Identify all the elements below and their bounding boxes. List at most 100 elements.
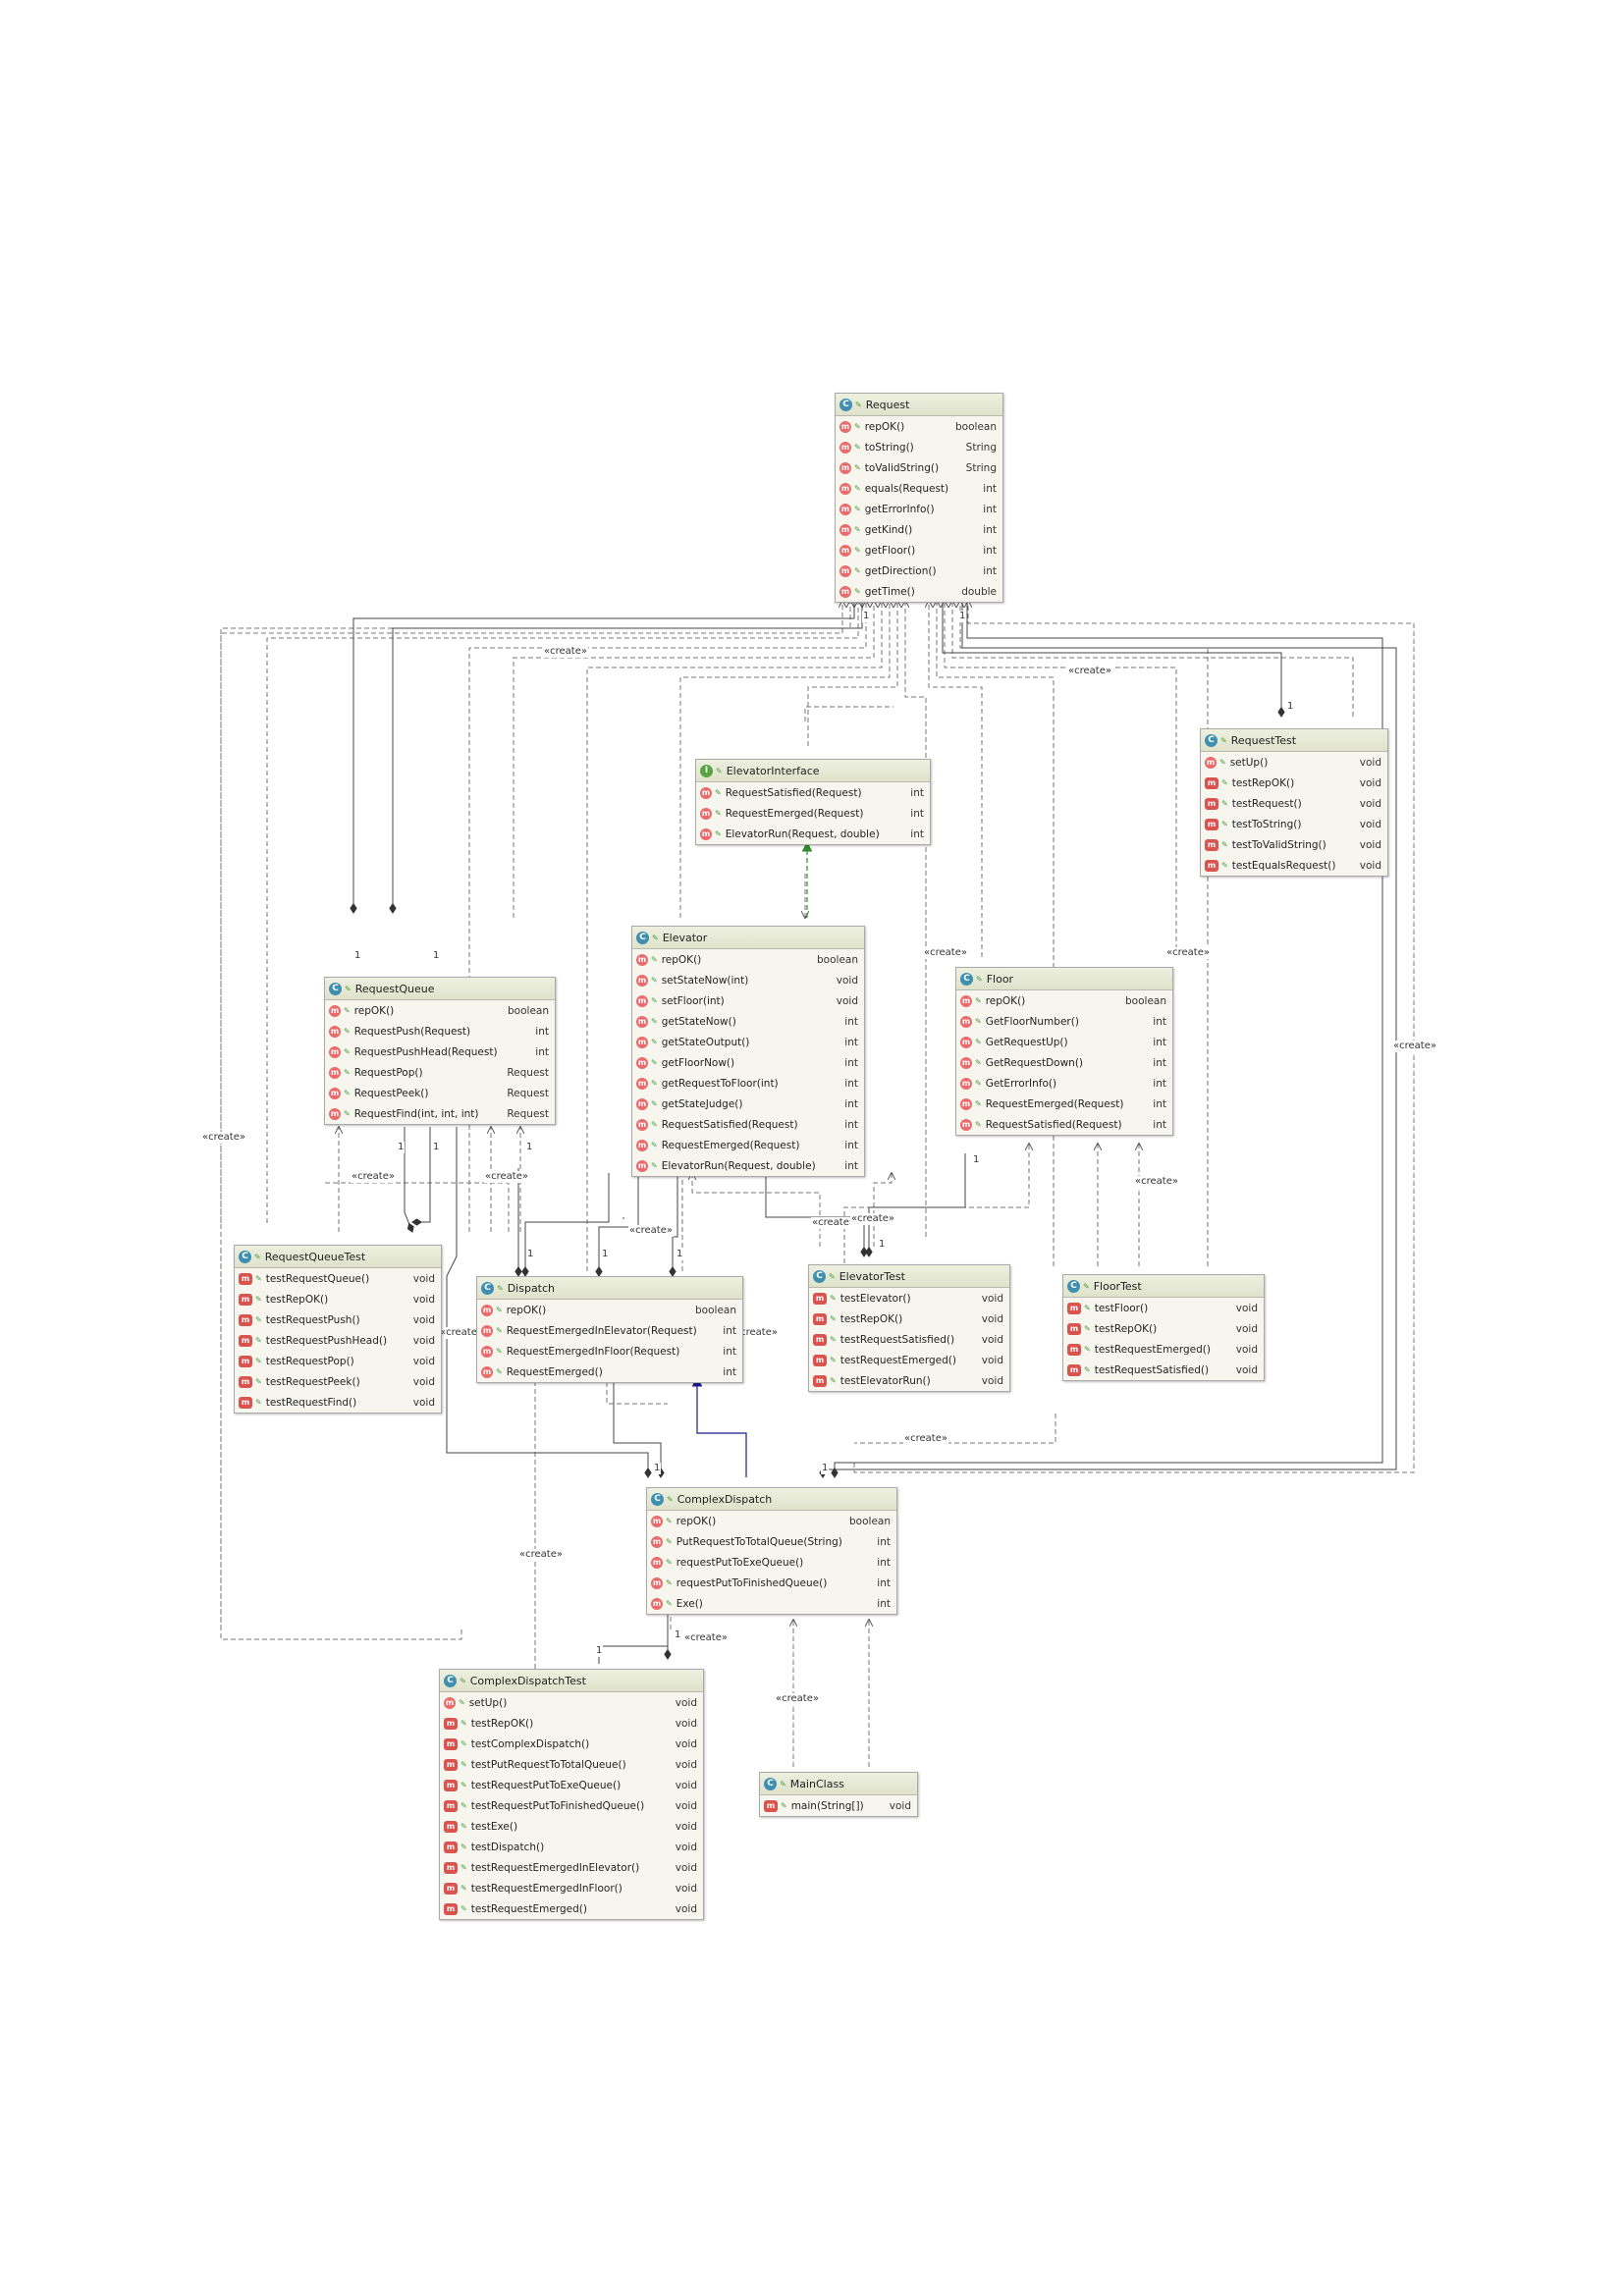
class-name: FloorTest bbox=[1093, 1279, 1142, 1293]
generalization-line bbox=[691, 1375, 747, 1477]
test-method-icon: m bbox=[813, 1292, 827, 1305]
method-icon: m bbox=[636, 994, 648, 1007]
public-lock-icon: ✎ bbox=[1221, 861, 1228, 870]
member-return-type: void bbox=[675, 1758, 697, 1771]
class-icon: C bbox=[813, 1269, 826, 1283]
class-requesttest[interactable]: C✎RequestTest m✎setUp()void m✎testRepOK(… bbox=[1200, 728, 1388, 877]
class-header: C✎ComplexDispatchTest bbox=[440, 1670, 703, 1692]
class-mainclass[interactable]: C✎MainClass m✎main(String[])void bbox=[759, 1772, 918, 1817]
class-elevatortest[interactable]: C✎ElevatorTest m✎testElevator()void m✎te… bbox=[808, 1264, 1010, 1392]
public-lock-icon: ✎ bbox=[830, 1335, 837, 1344]
member-return-type: int bbox=[844, 1015, 858, 1028]
member-return-type: void bbox=[981, 1312, 1003, 1325]
member-signature: PutRequestToTotalQueue(String) bbox=[676, 1535, 842, 1548]
member-return-type: void bbox=[412, 1375, 435, 1388]
public-lock-icon: ✎ bbox=[651, 1120, 658, 1129]
class-dispatch[interactable]: C✎Dispatch m✎repOK()boolean m✎RequestEme… bbox=[476, 1276, 743, 1383]
member-row: m✎RequestEmergedInFloor(Request)int bbox=[477, 1341, 742, 1362]
create-stereotype-label: «create» bbox=[351, 1171, 396, 1183]
method-icon: m bbox=[839, 420, 851, 433]
create-stereotype-label: «create» bbox=[923, 947, 968, 959]
class-requestqueue[interactable]: C✎RequestQueue m✎repOK()boolean m✎Reques… bbox=[324, 977, 556, 1125]
class-name: Dispatch bbox=[507, 1281, 556, 1295]
member-return-type: int bbox=[723, 1324, 736, 1337]
class-name: RequestQueue bbox=[354, 982, 435, 995]
class-complexdispatchtest[interactable]: C✎ComplexDispatchTest m✎setUp()void m✎te… bbox=[439, 1669, 704, 1920]
public-lock-icon: ✎ bbox=[255, 1315, 262, 1324]
member-signature: getStateJudge() bbox=[661, 1097, 743, 1110]
public-lock-icon: ✎ bbox=[854, 463, 861, 472]
member-signature: setUp() bbox=[468, 1696, 508, 1709]
member-return-type: int bbox=[877, 1556, 891, 1569]
method-icon: m bbox=[636, 1118, 648, 1131]
class-floortest[interactable]: C✎FloorTest m✎testFloor()void m✎testRepO… bbox=[1062, 1274, 1265, 1381]
dependency-line bbox=[804, 706, 893, 721]
public-lock-icon: ✎ bbox=[460, 1719, 467, 1728]
multiplicity-label: 1 bbox=[525, 1142, 534, 1153]
member-row: m✎ElevatorRun(Request, double)int bbox=[632, 1155, 864, 1176]
class-name: ComplexDispatchTest bbox=[469, 1674, 586, 1687]
member-signature: getStateNow() bbox=[661, 1015, 736, 1028]
method-icon: m bbox=[839, 544, 851, 557]
public-lock-icon: ✎ bbox=[976, 974, 983, 984]
class-icon: C bbox=[960, 972, 973, 986]
test-method-icon: m bbox=[444, 1861, 458, 1874]
dependency-line bbox=[606, 1374, 668, 1405]
class-complexdispatch[interactable]: C✎ComplexDispatch m✎repOK()boolean m✎Put… bbox=[646, 1487, 897, 1615]
member-return-type: int bbox=[1153, 1036, 1166, 1048]
class-requestqueuetest[interactable]: C✎RequestQueueTest m✎testRequestQueue()v… bbox=[234, 1245, 442, 1414]
member-return-type: int bbox=[983, 564, 997, 577]
member-return-type: void bbox=[1235, 1363, 1258, 1376]
static-method-icon: m bbox=[764, 1799, 778, 1812]
member-return-type: void bbox=[1359, 818, 1381, 830]
member-return-type: int bbox=[910, 828, 924, 840]
method-icon: m bbox=[960, 994, 972, 1007]
member-row: m✎RequestPop()Request bbox=[325, 1062, 555, 1083]
member-row: m✎setUp()void bbox=[440, 1692, 703, 1713]
member-row: m✎GetRequestUp()int bbox=[956, 1032, 1172, 1052]
public-lock-icon: ✎ bbox=[460, 1760, 467, 1769]
public-lock-icon: ✎ bbox=[1221, 820, 1228, 828]
member-return-type: void bbox=[412, 1272, 435, 1285]
member-list: m✎repOK()boolean m✎RequestEmergedInEleva… bbox=[477, 1300, 742, 1382]
member-signature: RequestPush(Request) bbox=[353, 1025, 471, 1038]
member-row: m✎repOK()boolean bbox=[632, 949, 864, 970]
member-return-type: Request bbox=[507, 1087, 549, 1099]
class-floor[interactable]: C✎Floor m✎repOK()boolean m✎GetFloorNumbe… bbox=[955, 967, 1173, 1136]
public-lock-icon: ✎ bbox=[666, 1537, 673, 1546]
member-signature: RequestSatisfied(Request) bbox=[661, 1118, 798, 1131]
member-list: m✎setUp()void m✎testRepOK()void m✎testRe… bbox=[1201, 752, 1387, 876]
member-row: m✎repOK()boolean bbox=[647, 1511, 896, 1531]
member-return-type: void bbox=[412, 1355, 435, 1367]
class-icon: C bbox=[1067, 1279, 1080, 1293]
association-line bbox=[942, 601, 1285, 718]
member-row: m✎testRepOK()void bbox=[235, 1289, 441, 1309]
class-elevatorinterface[interactable]: I✎ElevatorInterface m✎RequestSatisfied(R… bbox=[695, 759, 931, 845]
member-signature: Exe() bbox=[676, 1597, 703, 1610]
member-row: m✎GetRequestDown()int bbox=[956, 1052, 1172, 1073]
member-signature: main(String[]) bbox=[790, 1799, 864, 1812]
class-elevator[interactable]: C✎Elevator m✎repOK()boolean m✎setStateNo… bbox=[631, 926, 865, 1177]
member-return-type: void bbox=[675, 1902, 697, 1915]
member-row: m✎getErrorInfo()int bbox=[836, 499, 1002, 519]
public-lock-icon: ✎ bbox=[496, 1347, 503, 1356]
public-lock-icon: ✎ bbox=[666, 1558, 673, 1567]
test-method-icon: m bbox=[444, 1799, 458, 1812]
method-icon: m bbox=[329, 1004, 341, 1017]
member-signature: testRequestSatisfied() bbox=[1094, 1363, 1210, 1376]
public-lock-icon: ✎ bbox=[1083, 1281, 1090, 1291]
member-list: m✎setUp()void m✎testRepOK()void m✎testCo… bbox=[440, 1692, 703, 1919]
class-request[interactable]: C✎Request m✎repOK()boolean m✎toString()S… bbox=[835, 393, 1003, 603]
member-row: m✎testRequestEmergedInFloor()void bbox=[440, 1878, 703, 1898]
class-name: Elevator bbox=[662, 931, 708, 944]
test-method-icon: m bbox=[239, 1375, 252, 1388]
member-signature: RequestEmergedInFloor(Request) bbox=[506, 1345, 680, 1358]
test-method-icon: m bbox=[1067, 1343, 1081, 1356]
member-row: m✎testToValidString()void bbox=[1201, 834, 1387, 855]
member-row: m✎testEqualsRequest()void bbox=[1201, 855, 1387, 876]
class-header: C✎Floor bbox=[956, 968, 1172, 990]
member-signature: GetRequestUp() bbox=[985, 1036, 1068, 1048]
association-line bbox=[613, 1374, 665, 1478]
member-row: m✎testRequest()void bbox=[1201, 793, 1387, 814]
